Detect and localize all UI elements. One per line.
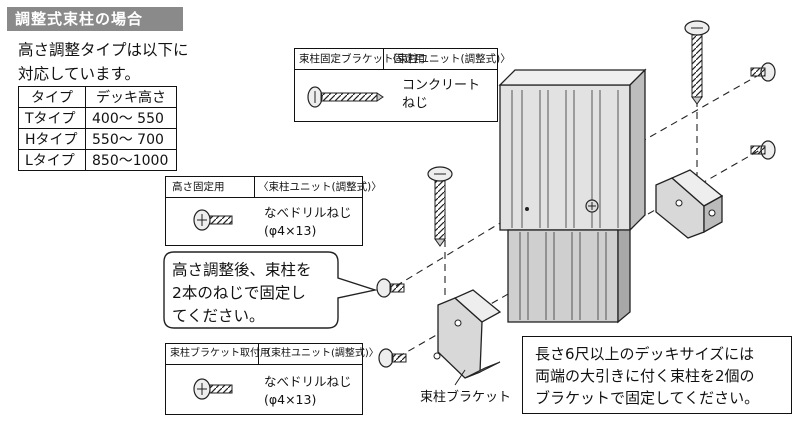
table-cell-type: Hタイプ — [18, 128, 86, 150]
drill-screw-icon — [750, 62, 776, 82]
note-line-1: 長さ6尺以上のデッキサイズには — [535, 345, 755, 363]
callout-line-1: 高さ調整後、束柱を — [172, 261, 312, 279]
table-cell-height: 850～1000 — [85, 149, 177, 171]
part-name-line-2: (φ4×13) — [264, 223, 317, 238]
part-box-part-name: なべドリルねじ (φ4×13) — [264, 373, 352, 409]
part-box-head-rule — [295, 69, 497, 70]
callout-line-3: てください。 — [172, 307, 265, 325]
callout-line-2: 2本のねじで固定し — [172, 284, 306, 302]
table-cell-type: Lタイプ — [18, 149, 86, 171]
part-box-head-rule — [166, 364, 362, 365]
concrete-screw-icon — [427, 166, 453, 247]
drill-screw-icon — [193, 209, 233, 231]
table-row: Lタイプ 850～1000 — [18, 149, 177, 171]
bracket-lower-icon — [433, 289, 502, 379]
intro-line-2: 対応しています。 — [18, 65, 140, 83]
table-header-type: タイプ — [18, 86, 86, 108]
drill-screw-icon — [750, 140, 776, 160]
part-name-line-2: (φ4×13) — [264, 392, 317, 407]
intro-line-1: 高さ調整タイプは以下に — [18, 41, 189, 59]
post-upper — [498, 68, 647, 232]
part-box-bracket-mounting: 束柱ブラケット取付用 〈束柱ユニット(調整式)〉 なべドリルねじ (φ4×13) — [165, 343, 379, 415]
part-box-label-right: 〈束柱ユニット(調整式)〉 — [258, 177, 382, 198]
part-box-label-left: 束柱ブラケット取付用 — [170, 344, 270, 365]
note-box: 長さ6尺以上のデッキサイズには 両端の大引きに付く束柱を2個の ブラケットで固定… — [522, 336, 792, 414]
callout-bubble — [163, 251, 378, 329]
part-name-line-2: ねじ — [402, 96, 429, 111]
part-name-line-1: コンクリート — [402, 78, 481, 93]
table-row: Hタイプ 550～ 700 — [18, 128, 177, 150]
post-screw-icon — [525, 199, 599, 213]
concrete-screw-icon — [307, 86, 384, 108]
part-box-part-name: なべドリルねじ (φ4×13) — [264, 204, 352, 240]
intro-text: 高さ調整タイプは以下に 対応しています。 — [18, 38, 189, 86]
part-box-label-right: 〈束柱ユニット(調整式)〉 — [387, 49, 511, 70]
part-box-head-rule — [166, 197, 362, 198]
part-box-height-fixing: 高さ固定用 〈束柱ユニット(調整式)〉 なべドリルねじ (φ4×13) — [165, 176, 382, 246]
note-line-2: 両端の大引きに付く束柱を2個の — [535, 367, 755, 385]
part-box-part-name: コンクリート ねじ — [402, 77, 480, 113]
part-box-divider — [254, 177, 255, 197]
concrete-screw-icon — [684, 20, 710, 105]
bracket-label: 束柱ブラケット — [420, 390, 512, 405]
drill-screw-icon — [193, 378, 233, 400]
part-box-divider — [258, 344, 259, 364]
part-box-label-right: 〈束柱ユニット(調整式)〉 — [261, 344, 379, 365]
note-line-3: ブラケットで固定してください。 — [535, 389, 760, 407]
part-name-line-1: なべドリルねじ — [264, 205, 352, 220]
part-name-line-1: なべドリルねじ — [264, 374, 352, 389]
drill-screw-icon — [376, 278, 405, 298]
drill-screw-icon — [378, 348, 407, 368]
bracket-right-icon — [655, 169, 724, 239]
part-box-divider — [383, 49, 384, 69]
post-lower — [507, 229, 631, 324]
type-height-table: タイプ デッキ高さ Tタイプ 400～ 550 Hタイプ 550～ 700 Lタ… — [18, 86, 177, 171]
callout-text: 高さ調整後、束柱を 2本のねじで固定し てください。 — [172, 259, 312, 328]
part-box-label-left: 高さ固定用 — [172, 177, 225, 198]
part-box-concrete-screw: 束柱固定ブラケット固定用 〈束柱ユニット(調整式)〉 コンクリート ねじ — [294, 48, 511, 122]
section-title: 調整式束柱の場合 — [7, 7, 183, 31]
